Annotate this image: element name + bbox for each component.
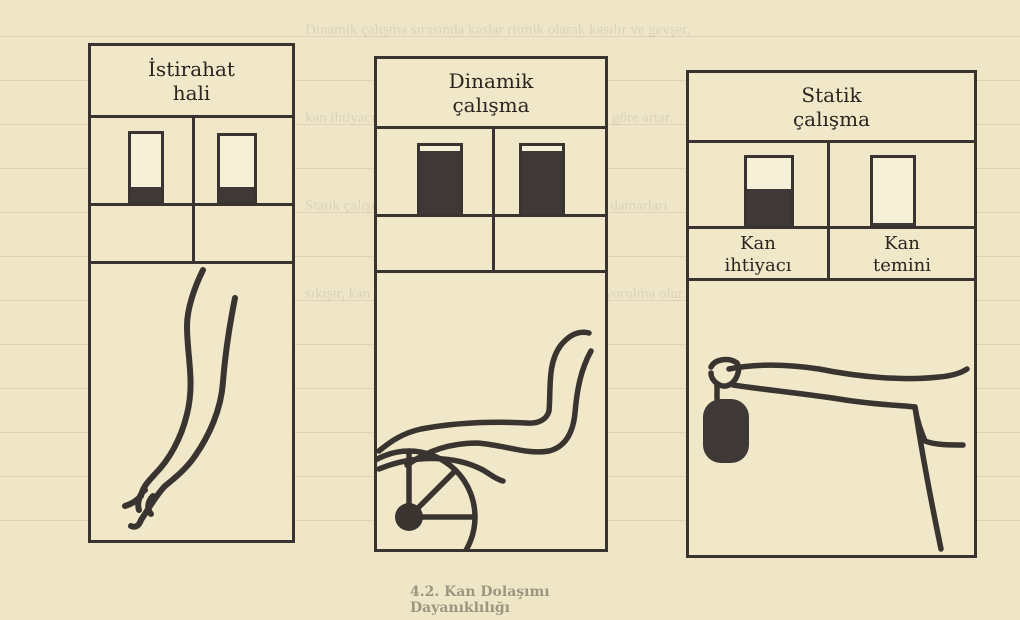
demand-fill	[420, 151, 460, 214]
supply-cell	[495, 129, 605, 217]
figure-caption: 4.2. Kan Dolaşımı Dayanıklılığı	[410, 584, 550, 616]
demand-beaker	[128, 131, 164, 205]
demand-cell	[377, 129, 495, 217]
demand-fill	[747, 188, 791, 226]
label-cell-supply	[495, 217, 605, 273]
panel-dynamic: Dinamik çalışma	[374, 56, 608, 552]
demand-beaker	[744, 155, 794, 229]
supply-beaker	[870, 155, 916, 229]
label-cell-demand: Kan ihtiyacı	[689, 229, 830, 281]
panel-title: İstirahat hali	[91, 46, 292, 118]
supply-beaker	[519, 143, 565, 217]
panel-title: Dinamik çalışma	[377, 59, 605, 129]
label-cell-supply: Kan temini	[830, 229, 974, 281]
panel-static: Statik çalışma Kan ihtiyacı Kan temini	[686, 70, 977, 558]
holding-weight-arm-illustration	[703, 356, 970, 552]
faint-text-line: Dinamik çalışma sırasında kaslar ritmik …	[305, 22, 691, 38]
panel-title: Statik çalışma	[689, 73, 974, 143]
cycling-arm-illustration	[377, 329, 594, 549]
label-cell-demand	[377, 217, 495, 273]
supply-fill	[522, 151, 562, 214]
label-cell-supply	[195, 206, 292, 264]
supply-cell	[195, 118, 292, 206]
demand-label: Kan ihtiyacı	[724, 233, 792, 276]
resting-arm-illustration	[122, 267, 238, 530]
demand-beaker	[417, 143, 463, 217]
demand-cell	[689, 143, 830, 229]
supply-fill	[873, 222, 913, 226]
supply-fill	[220, 187, 254, 202]
demand-cell	[91, 118, 195, 206]
supply-beaker	[217, 133, 257, 205]
supply-label: Kan temini	[872, 233, 932, 276]
supply-cell	[830, 143, 974, 229]
panel-rest: İstirahat hali	[88, 43, 295, 543]
demand-fill	[131, 187, 161, 202]
label-cell-demand	[91, 206, 195, 264]
